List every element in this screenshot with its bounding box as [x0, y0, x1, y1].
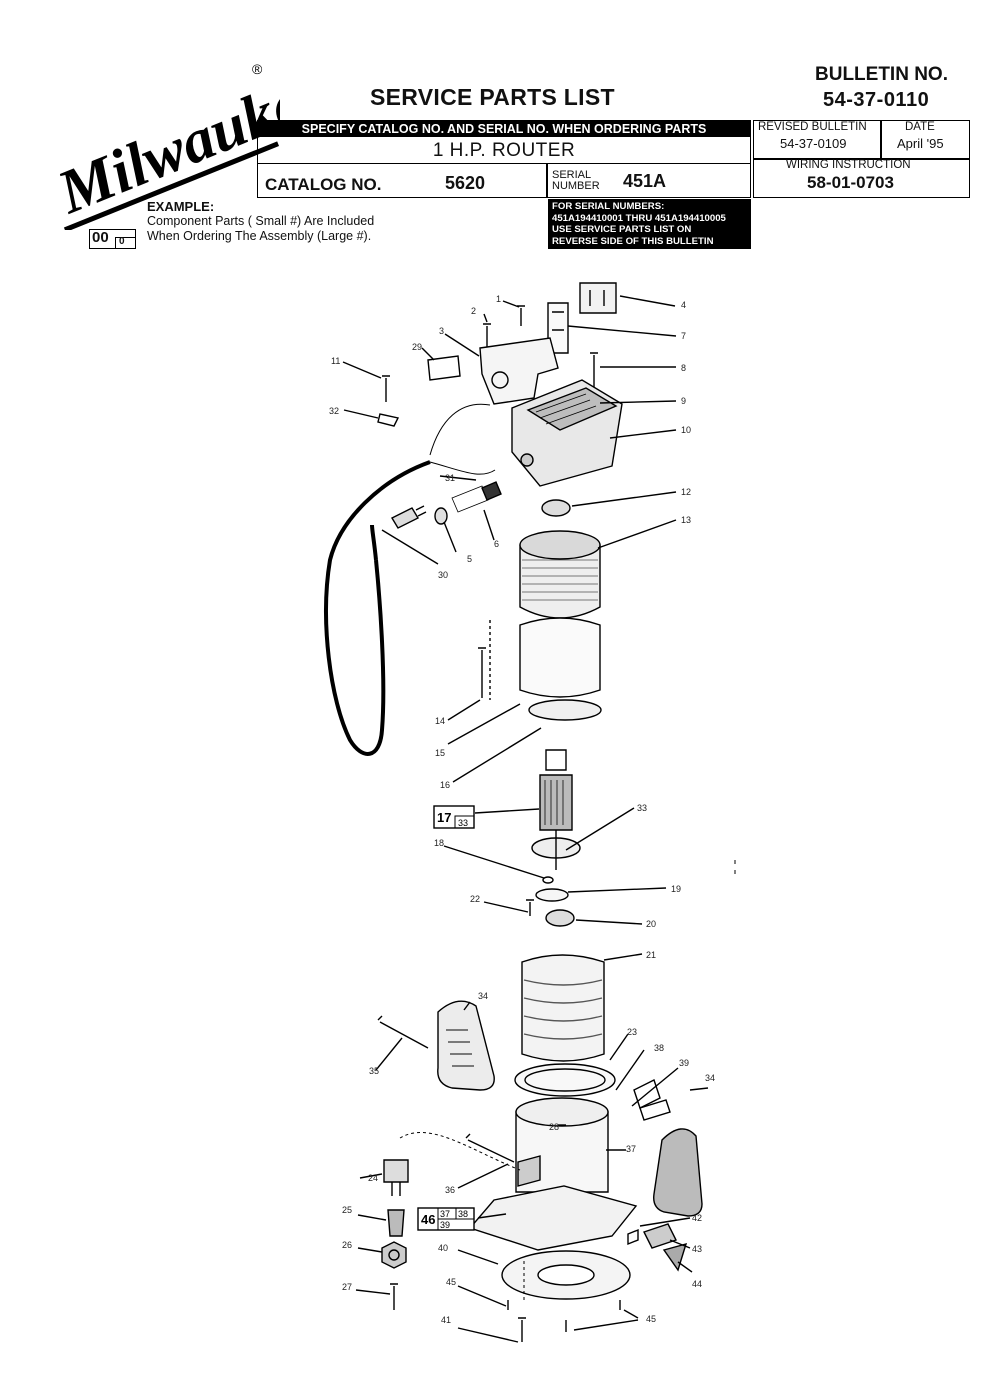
assembly-17-callout: 17 33: [433, 805, 475, 829]
part-number: 18: [434, 838, 444, 848]
revised-bulletin-label: REVISED BULLETIN: [758, 121, 867, 133]
part-number: 4: [681, 300, 686, 310]
part-number: 30: [438, 570, 448, 580]
date-value: April '95: [897, 136, 944, 151]
part-number: 45: [646, 1314, 656, 1324]
part-number: 5: [467, 554, 472, 564]
part-number: 31: [445, 473, 455, 483]
date-label: DATE: [905, 121, 935, 133]
part-number: 35: [369, 1066, 379, 1076]
component-number: 39: [440, 1220, 450, 1230]
serial-number: 451A: [623, 171, 667, 191]
part-number: 44: [692, 1279, 702, 1289]
part-number: 8: [681, 363, 686, 373]
page-title: SERVICE PARTS LIST: [370, 84, 615, 110]
part-number: 2: [471, 306, 476, 316]
wiring-instruction-label: WIRING INSTRUCTION: [786, 159, 911, 171]
part-number: 13: [681, 515, 691, 525]
part-number: 9: [681, 396, 686, 406]
part-number: 40: [438, 1243, 448, 1253]
part-number: 36: [445, 1185, 455, 1195]
part-number: 34: [478, 991, 488, 1001]
revised-bulletin-number: 54-37-0109: [780, 136, 847, 151]
example-line-1: Component Parts ( Small #) Are Included: [147, 214, 375, 228]
catalog-number: 5620: [445, 173, 486, 193]
part-number: 3: [439, 326, 444, 336]
part-number: 37: [626, 1144, 636, 1154]
example-label: EXAMPLE:: [147, 199, 215, 214]
part-number: 22: [470, 894, 480, 904]
serial-label: SERIAL NUMBER: [552, 169, 600, 192]
part-number: 11: [331, 356, 340, 366]
catalog-header-box: [257, 120, 751, 198]
part-number: 45: [446, 1277, 456, 1287]
product-name: 1 H.P. ROUTER: [258, 138, 750, 164]
example-component-number: 0: [119, 236, 125, 247]
assembly-46-callout: 46 37 38 39: [417, 1207, 475, 1231]
exploded-parts-diagram: 1 2 3 4 5 6 7 8 9 10 11 12 13 14 15 16 1…: [324, 282, 736, 1343]
part-number: 19: [671, 884, 681, 894]
part-number: 34: [705, 1073, 715, 1083]
component-number: 33: [458, 818, 468, 828]
divider: [753, 158, 970, 160]
part-number: 26: [342, 1240, 352, 1250]
part-number: 14: [435, 716, 445, 726]
example-assembly-number: 00: [92, 229, 109, 246]
example-assembly-box: [89, 229, 136, 249]
example-component-box: [115, 237, 136, 249]
part-number: 27: [342, 1282, 352, 1292]
part-number: 25: [342, 1205, 352, 1215]
wiring-instruction-number: 58-01-0703: [807, 173, 894, 192]
bulletin-label: BULLETIN NO.: [815, 64, 948, 85]
assembly-number: 17: [437, 810, 451, 825]
part-number: 24: [368, 1173, 378, 1183]
part-number: 43: [692, 1244, 702, 1254]
part-number: 6: [494, 539, 499, 549]
part-number: 28: [549, 1122, 559, 1132]
part-number: 33: [637, 803, 647, 813]
divider: [880, 120, 882, 159]
component-number: 37: [440, 1209, 450, 1219]
part-number: 39: [679, 1058, 689, 1068]
specify-note: SPECIFY CATALOG NO. AND SERIAL NO. WHEN …: [258, 121, 750, 137]
part-number: 32: [329, 406, 339, 416]
part-number: 16: [440, 780, 450, 790]
part-number: 20: [646, 919, 656, 929]
milwaukee-logo: Milwaukee ®: [48, 60, 280, 230]
assembly-number: 46: [421, 1212, 435, 1227]
part-number: 23: [627, 1027, 637, 1037]
serial-numbers-note: FOR SERIAL NUMBERS: 451A194410001 THRU 4…: [548, 199, 751, 249]
part-number: 38: [654, 1043, 664, 1053]
component-number: 38: [458, 1209, 468, 1219]
part-number: 41: [441, 1315, 451, 1325]
example-line-2: When Ordering The Assembly (Large #).: [147, 229, 372, 243]
part-number-labels: 1 2 3 4 5 6 7 8 9 10 11 12 13 14 15 16 1…: [329, 294, 715, 1325]
part-number: 15: [435, 748, 445, 758]
part-number: 1: [496, 294, 501, 304]
divider: [546, 164, 548, 198]
part-number: 7: [681, 331, 686, 341]
part-number: 42: [692, 1213, 702, 1223]
bulletin-number: 54-37-0110: [823, 89, 930, 111]
registered-mark: ®: [252, 61, 263, 77]
catalog-label: CATALOG NO.: [265, 175, 382, 194]
part-number: 29: [412, 342, 422, 352]
part-number: 12: [681, 487, 691, 497]
part-number: 10: [681, 425, 691, 435]
part-number: 21: [646, 950, 656, 960]
